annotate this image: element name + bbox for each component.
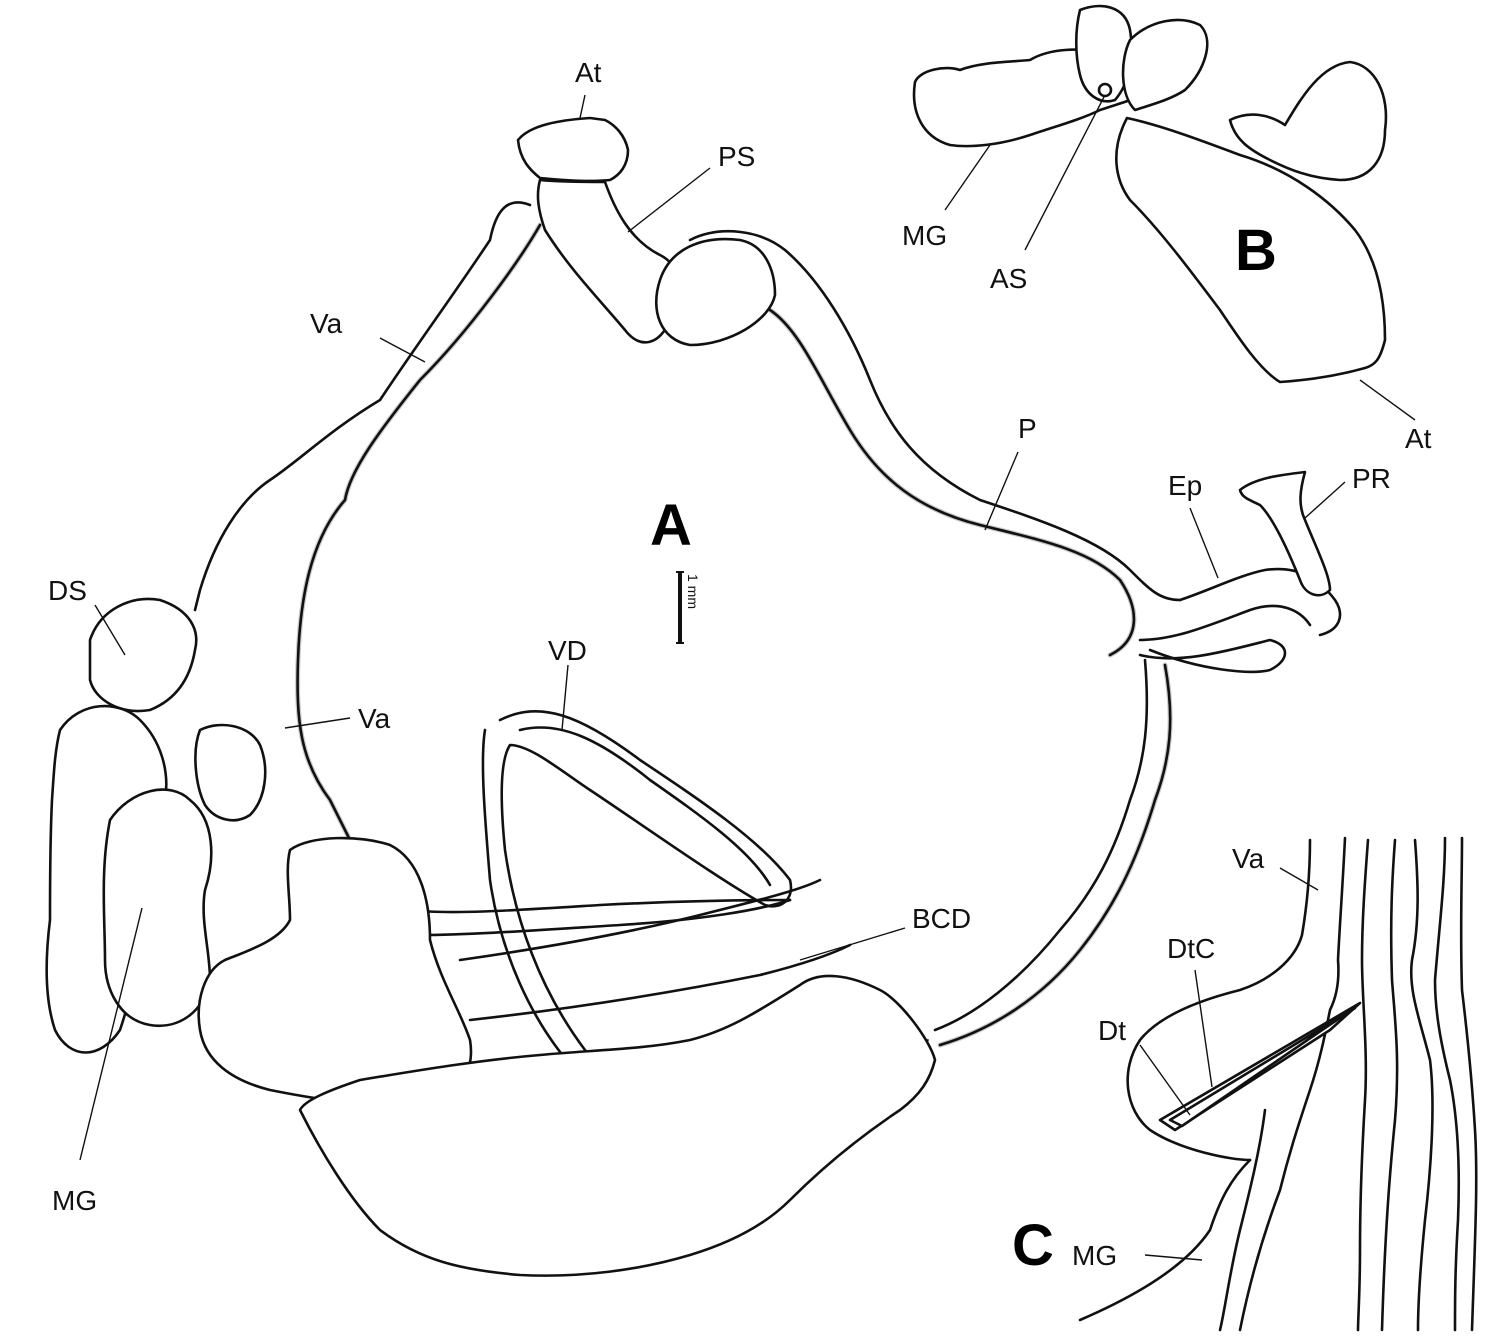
label-mg: MG	[52, 1185, 97, 1216]
label-ps: PS	[718, 141, 755, 172]
scale-bar: 1 mm	[676, 571, 701, 644]
dart-sac	[88, 597, 198, 713]
atrial-sac-opening	[1097, 82, 1113, 98]
right-duct	[933, 658, 1173, 1048]
label-p: P	[1018, 413, 1037, 444]
panel-label-c: C	[1012, 1213, 1054, 1278]
label-pr: PR	[1352, 463, 1391, 494]
panel-c	[1078, 836, 1478, 1332]
mucous-gland-b-far-right	[1228, 60, 1388, 182]
label-c-dtc: DtC	[1167, 933, 1215, 964]
penial-retractor	[1238, 470, 1332, 597]
atrium-body-b	[1115, 116, 1387, 384]
panel-c-labels: Va DtC Dt MG	[1072, 843, 1319, 1271]
mucous-gland-b	[102, 788, 213, 1028]
label-b-as: AS	[990, 263, 1027, 294]
label-b-at: At	[1405, 423, 1432, 454]
panel-a	[45, 116, 1342, 1277]
label-b-mg: MG	[902, 220, 947, 251]
label-c-dt: Dt	[1098, 1015, 1126, 1046]
mucous-gland-b-right	[1121, 18, 1209, 112]
body-lower	[298, 974, 937, 1277]
label-va-lower: Va	[358, 703, 391, 734]
label-at: At	[575, 57, 602, 88]
vagina-tube	[193, 201, 543, 843]
label-c-va: Va	[1232, 843, 1265, 874]
scale-bar-label: 1 mm	[685, 574, 701, 609]
panel-a-labels: At PS Va P Ep PR DS VD Va BCD MG	[48, 57, 1391, 1216]
albumen-gland	[197, 836, 473, 1106]
panel-b	[912, 4, 1388, 384]
label-ep: Ep	[1168, 470, 1202, 501]
panel-label-b: B	[1235, 218, 1277, 283]
panel-b-labels: MG AS At	[902, 94, 1432, 454]
label-ds: DS	[48, 575, 87, 606]
atrium-bulb	[1074, 4, 1133, 103]
label-c-mg: MG	[1072, 1240, 1117, 1271]
atrium	[516, 116, 630, 183]
label-vd: VD	[548, 635, 587, 666]
mucous-gland-c	[194, 723, 267, 822]
dart-c	[1168, 1006, 1357, 1128]
penis-tube	[655, 230, 1182, 658]
label-bcd: BCD	[912, 903, 971, 934]
panel-label-a: A	[650, 493, 692, 558]
label-va-upper: Va	[310, 308, 343, 339]
